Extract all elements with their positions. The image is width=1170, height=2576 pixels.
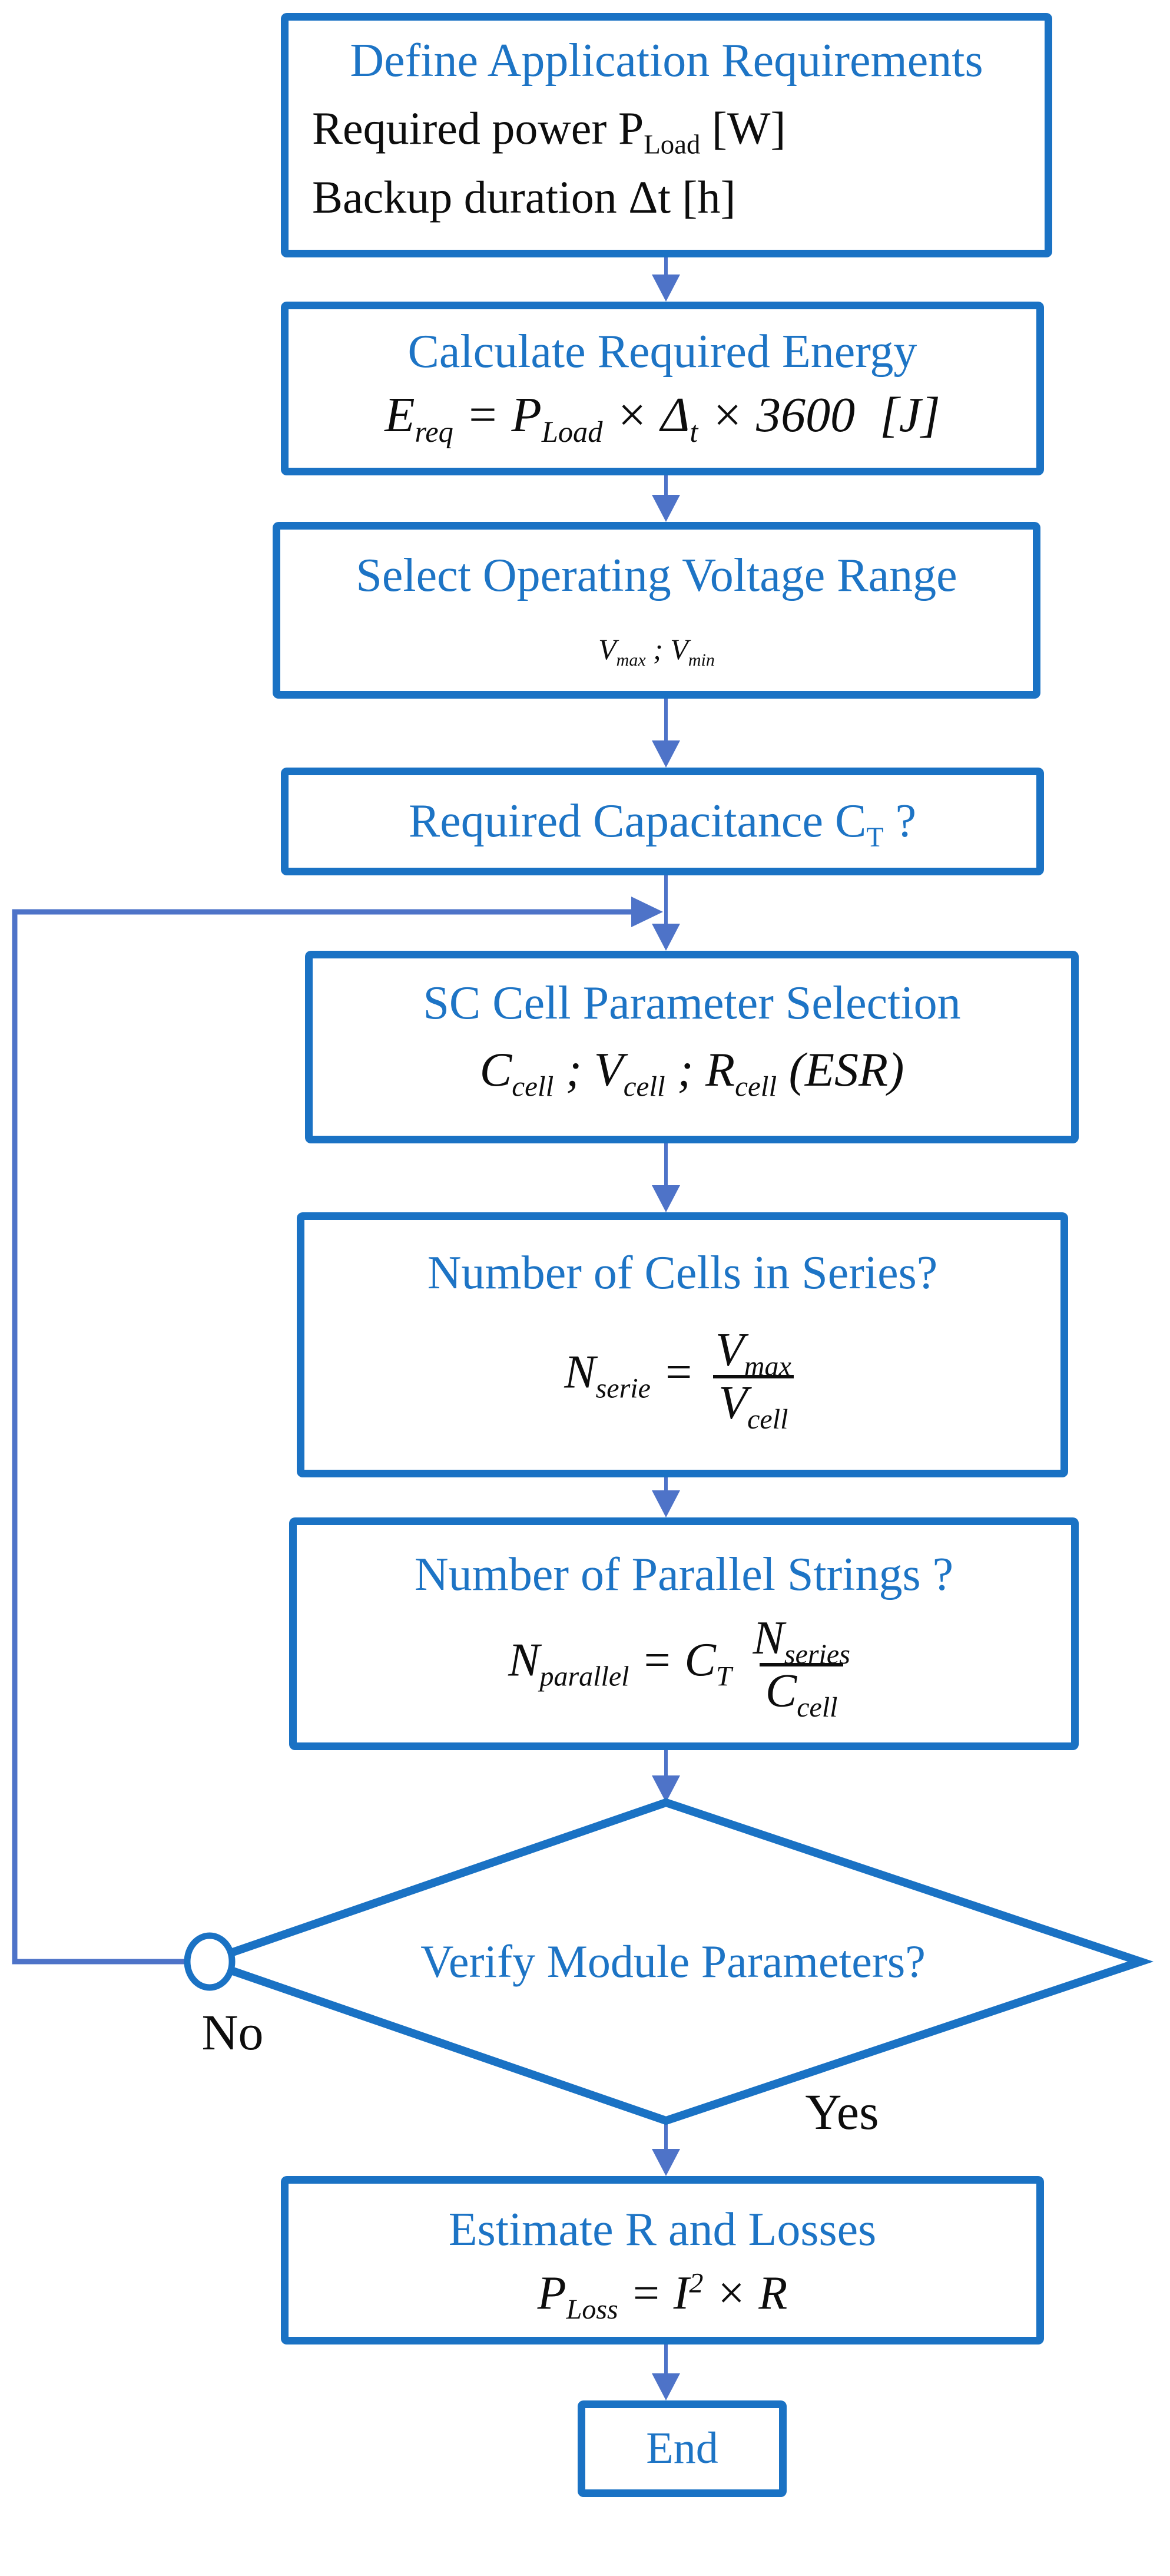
no-branch-label: No — [201, 2004, 264, 2061]
feedback-loop — [12, 897, 663, 1965]
down-arrowhead-icon — [652, 924, 680, 951]
arrow-capacitance-to-sccell — [652, 875, 680, 951]
sc-cell-formula: Ccell ; Vcell ; Rcell (ESR) — [479, 1042, 904, 1102]
down-arrowhead-icon — [652, 2373, 680, 2400]
down-arrowhead-icon — [652, 275, 680, 302]
arrow-voltage-to-capacitance — [652, 699, 680, 768]
feedback-loop-line — [12, 909, 631, 1965]
feedback-arrowhead-icon — [631, 897, 663, 927]
process-box-define-requirements: Define Application Requirements Required… — [281, 13, 1052, 257]
arrow-define-to-energy — [652, 257, 680, 302]
process-box-cells-in-series: Number of Cells in Series? Nserie = Vmax… — [297, 1212, 1068, 1477]
loop-connector-circle — [184, 1932, 236, 1991]
process-box-required-capacitance: Required Capacitance CT ? — [281, 768, 1044, 875]
parallel-strings-title: Number of Parallel Strings ? — [414, 1549, 954, 1601]
decision-diamond — [193, 1798, 1154, 2125]
voltage-range-formula: Vmax ; Vmin — [598, 632, 715, 670]
down-arrowhead-icon — [652, 1185, 680, 1212]
down-arrowhead-icon — [652, 1490, 680, 1517]
cells-in-series-title: Number of Cells in Series? — [427, 1247, 938, 1299]
yes-branch-label: Yes — [805, 2084, 879, 2140]
process-box-estimate-losses: Estimate R and Losses PLoss = I2 × R — [281, 2176, 1044, 2344]
calculate-energy-title: Calculate Required Energy — [407, 326, 917, 378]
sc-cell-selection-title: SC Cell Parameter Selection — [423, 977, 961, 1029]
arrow-energy-to-voltage — [652, 475, 680, 522]
arrow-parallel-to-verify — [652, 1750, 680, 1803]
arrow-series-to-parallel — [652, 1477, 680, 1517]
terminator-box-end: End — [578, 2400, 787, 2497]
required-power-line: Required power PLoad [W] — [312, 102, 786, 160]
define-requirements-title: Define Application Requirements — [350, 35, 983, 87]
estimate-losses-title: Estimate R and Losses — [448, 2204, 877, 2256]
losses-formula: PLoss = I2 × R — [537, 2267, 788, 2325]
down-arrowhead-icon — [652, 2149, 680, 2176]
arrow-verify-to-losses — [652, 2121, 680, 2176]
process-box-parallel-strings: Number of Parallel Strings ? Nparallel =… — [289, 1517, 1079, 1750]
arrow-sccell-to-series — [652, 1143, 680, 1212]
process-box-calculate-energy: Calculate Required Energy Ereq = PLoad ×… — [281, 302, 1044, 475]
arrow-losses-to-end — [652, 2344, 680, 2400]
verify-module-parameters-label: Verify Module Parameters? — [420, 1936, 926, 1987]
required-capacitance-title: Required Capacitance CT ? — [408, 795, 917, 853]
down-arrowhead-icon — [652, 740, 680, 768]
energy-formula: Ereq = PLoad × Δt × 3600 [J] — [385, 387, 940, 448]
process-box-voltage-range: Select Operating Voltage Range Vmax ; Vm… — [273, 522, 1040, 699]
down-arrowhead-icon — [652, 1775, 680, 1803]
voltage-range-title: Select Operating Voltage Range — [356, 550, 957, 601]
down-arrowhead-icon — [652, 495, 680, 522]
end-label: End — [646, 2423, 718, 2474]
process-box-sc-cell-selection: SC Cell Parameter Selection Ccell ; Vcel… — [305, 951, 1079, 1143]
backup-duration-line: Backup duration Δt [h] — [312, 171, 736, 223]
